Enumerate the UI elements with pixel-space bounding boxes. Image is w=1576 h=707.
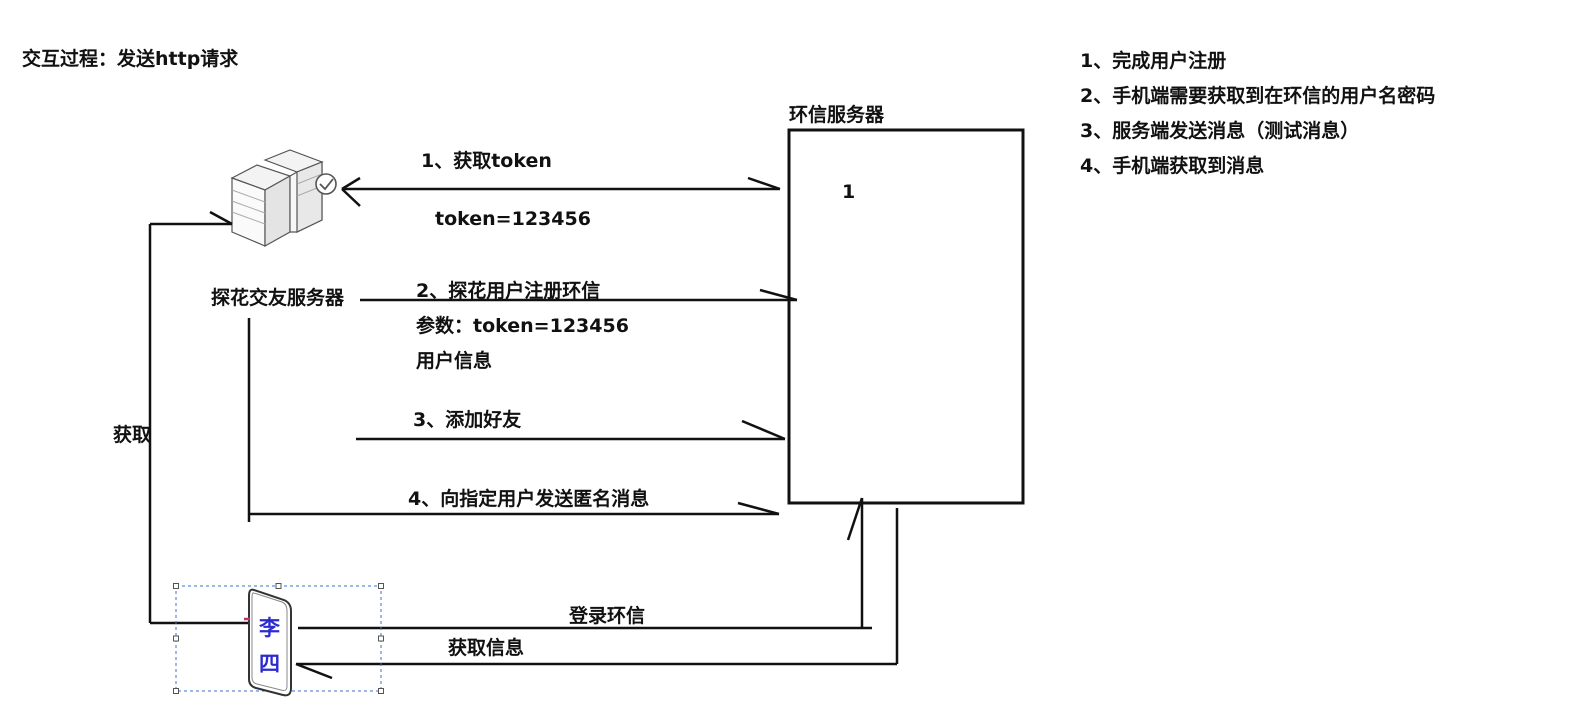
notes-list: 1、完成用户注册 2、手机端需要获取到在环信的用户名密码 3、服务端发送消息（测…: [1080, 52, 1435, 192]
selection-handle[interactable]: [173, 583, 179, 589]
step3-label: 3、添加好友: [413, 409, 522, 431]
step2-param-label: 参数：token=123456: [416, 315, 629, 337]
selection-handle[interactable]: [378, 688, 384, 694]
note-item: 3、服务端发送消息（测试消息）: [1080, 120, 1360, 142]
arrow-get: [148, 210, 254, 625]
arrow-add-friend: [356, 419, 786, 441]
note-item: 2、手机端需要获取到在环信的用户名密码: [1080, 85, 1436, 107]
step1-result-label: token=123456: [435, 208, 591, 230]
selection-handle[interactable]: [378, 583, 384, 589]
get-label: 获取: [113, 424, 152, 446]
selection-handle[interactable]: [173, 688, 179, 694]
tanhua-server-label: 探花交友服务器: [211, 287, 345, 309]
phone-name-line2: 四: [259, 652, 280, 676]
huanxin-inner-label: 1: [842, 181, 856, 203]
arrow-get-token: [341, 176, 781, 207]
arrow-get-info: [295, 508, 899, 680]
page-title: 交互过程：发送http请求: [22, 48, 239, 70]
step4-label: 4、向指定用户发送匿名消息: [408, 488, 650, 510]
selection-handle[interactable]: [378, 635, 384, 642]
phone-icon[interactable]: [244, 588, 292, 697]
server-icon: [230, 149, 337, 248]
note-item: 1、完成用户注册: [1080, 50, 1227, 72]
arrow-send-message: [247, 318, 780, 522]
get-info-label: 获取信息: [448, 637, 525, 659]
arrow-register: [360, 288, 798, 302]
step1-label: 1、获取token: [421, 150, 552, 172]
selection-handle[interactable]: [275, 583, 282, 589]
huanxin-server-label: 环信服务器: [789, 104, 885, 126]
selection-handle[interactable]: [173, 635, 179, 642]
step2-label: 2、探花用户注册环信: [416, 280, 601, 302]
login-label: 登录环信: [569, 605, 646, 627]
huanxin-server-box[interactable]: [787, 128, 1025, 505]
phone-name-line1: 李: [259, 616, 280, 640]
note-item: 4、手机端获取到消息: [1080, 155, 1265, 177]
step2-info-label: 用户信息: [416, 350, 493, 372]
arrow-login: [298, 497, 872, 630]
